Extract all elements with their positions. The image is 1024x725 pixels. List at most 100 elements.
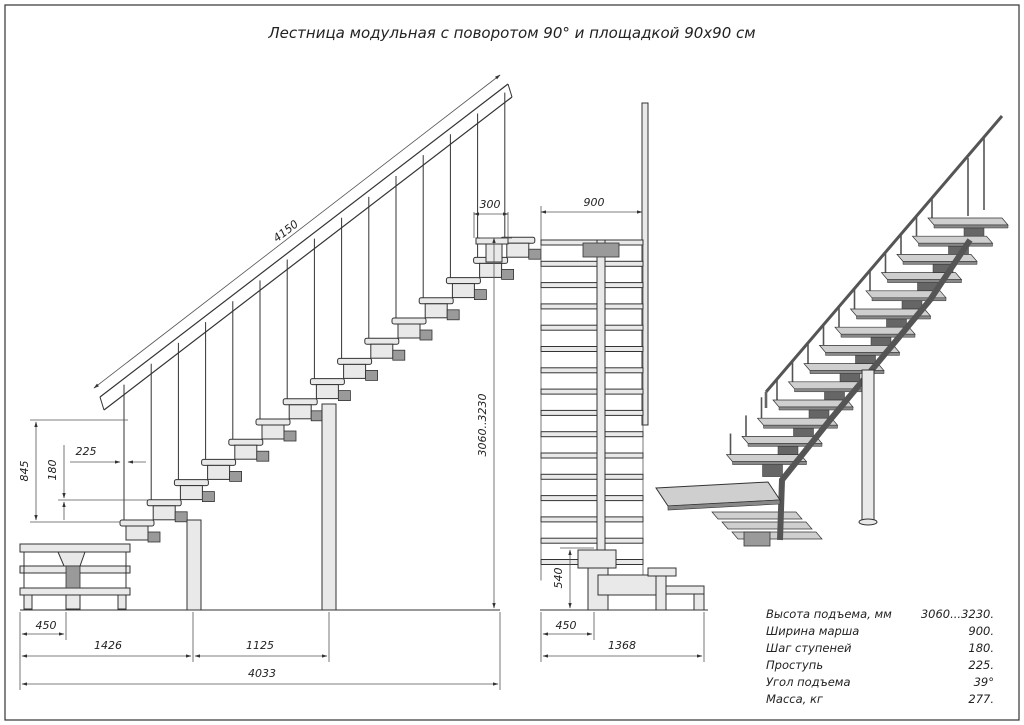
side-tread	[146, 499, 182, 507]
spec-label: Масса, кг	[766, 692, 824, 706]
iso-tread-edge	[747, 443, 823, 447]
spec-label: Ширина марша	[766, 624, 859, 638]
bottom-dimensions: 450 1426 1125 4033	[19, 612, 501, 690]
front-tread	[540, 260, 644, 267]
spec-value: 180.	[968, 641, 994, 655]
iso-handrail	[764, 115, 1004, 408]
side-module-joint	[147, 531, 161, 543]
front-height-label: 540	[552, 568, 565, 589]
total-length-label: 4033	[248, 667, 276, 680]
spec-value: 900.	[968, 624, 994, 638]
front-steps	[540, 239, 644, 581]
iso-tread	[927, 217, 1009, 226]
side-steps	[119, 236, 542, 543]
iso-lower-tread	[721, 521, 813, 530]
spec-value: 3060...3230.	[921, 607, 994, 621]
iso-tread-edge	[763, 424, 838, 429]
side-tread	[337, 357, 373, 365]
side-module-joint	[419, 329, 433, 341]
side-tread	[201, 458, 237, 466]
side-module-joint	[229, 470, 243, 482]
drawing-title: Лестница модульная с поворотом 90° и пло…	[267, 24, 755, 42]
side-stringer-module	[125, 525, 149, 541]
front-width-dimension: 900	[540, 196, 643, 240]
side-module-joint	[174, 511, 188, 523]
spec-row: Шаг ступеней 180.	[766, 641, 994, 655]
side-tread	[418, 297, 454, 305]
iso-tread	[896, 254, 978, 262]
base-left-label: 450	[36, 619, 57, 632]
spec-table: Высота подъема, мм 3060...3230. Ширина м…	[766, 607, 994, 706]
side-stringer-module	[261, 424, 285, 440]
front-tread	[540, 388, 644, 395]
iso-tread-edge	[778, 406, 854, 411]
side-top-landing	[475, 237, 509, 245]
side-view: 4150 300	[18, 74, 542, 690]
spec-value: 225.	[968, 658, 994, 672]
front-tread	[540, 282, 644, 289]
iso-balusters	[729, 138, 985, 455]
iso-support-column	[861, 369, 875, 523]
spec-value: 277.	[968, 692, 994, 706]
front-tread	[540, 495, 644, 502]
landing-depth-label: 300	[480, 198, 501, 211]
front-run-label: 1368	[608, 639, 636, 652]
side-module-joint	[473, 289, 487, 301]
spec-label: Шаг ступеней	[766, 641, 852, 655]
side-tread	[282, 398, 318, 406]
side-stringer-module	[179, 485, 203, 501]
front-tread	[540, 516, 644, 523]
front-tread	[540, 452, 644, 459]
side-tread	[391, 317, 427, 325]
iso-spine	[777, 238, 973, 541]
side-stringer-module	[315, 384, 339, 400]
spec-label: Высота подъема, мм	[766, 607, 892, 621]
front-base	[540, 549, 708, 611]
height-dimension: 3060..3230	[476, 237, 512, 609]
side-tread	[228, 438, 264, 446]
riser-label: 180	[46, 460, 59, 481]
side-stringer-module	[207, 464, 231, 480]
spec-label: Угол подъема	[766, 675, 851, 689]
side-stringer-module	[424, 303, 448, 319]
side-module-joint	[446, 309, 460, 321]
side-module-joint	[283, 430, 297, 442]
side-stringer-module	[152, 505, 176, 521]
height-label: 3060..3230	[476, 394, 489, 457]
side-balusters	[123, 92, 506, 520]
spec-row: Масса, кг 277.	[766, 692, 994, 706]
spec-row: Проступь 225.	[766, 658, 994, 672]
side-module-joint	[392, 349, 406, 361]
side-tread	[255, 418, 291, 426]
front-view: 900 540 450	[540, 102, 708, 662]
side-tread	[173, 479, 209, 487]
iso-tread	[911, 235, 994, 244]
side-stringer-module	[451, 283, 475, 299]
lower-dimensions: 845 180 225	[18, 419, 148, 523]
side-stringer-module	[288, 404, 312, 420]
front-bottom-dimensions: 450 1368	[540, 612, 705, 662]
iso-tread-edge	[918, 242, 993, 247]
handrail-length-label: 4150	[271, 218, 301, 245]
iso-lower-tread	[711, 511, 803, 520]
front-height-dimension: 540	[552, 547, 594, 609]
handrail-length-dimension: 4150	[93, 74, 501, 389]
front-tread	[540, 431, 644, 438]
side-tread	[364, 337, 400, 345]
side-module-joint	[337, 390, 351, 402]
front-tread	[540, 473, 644, 480]
iso-tread-edge	[902, 261, 978, 265]
iso-module	[762, 464, 783, 477]
side-tread	[119, 519, 155, 527]
front-base-label: 450	[556, 619, 577, 632]
front-tread	[540, 324, 644, 331]
front-tread	[540, 537, 644, 544]
lower-height-label: 845	[18, 461, 31, 482]
side-tread	[445, 277, 481, 285]
side-stringer-module	[343, 363, 367, 379]
side-module-joint	[365, 369, 379, 381]
tread-label: 225	[76, 445, 97, 458]
iso-tread-edge	[887, 279, 962, 283]
run-1-label: 1426	[94, 639, 122, 652]
